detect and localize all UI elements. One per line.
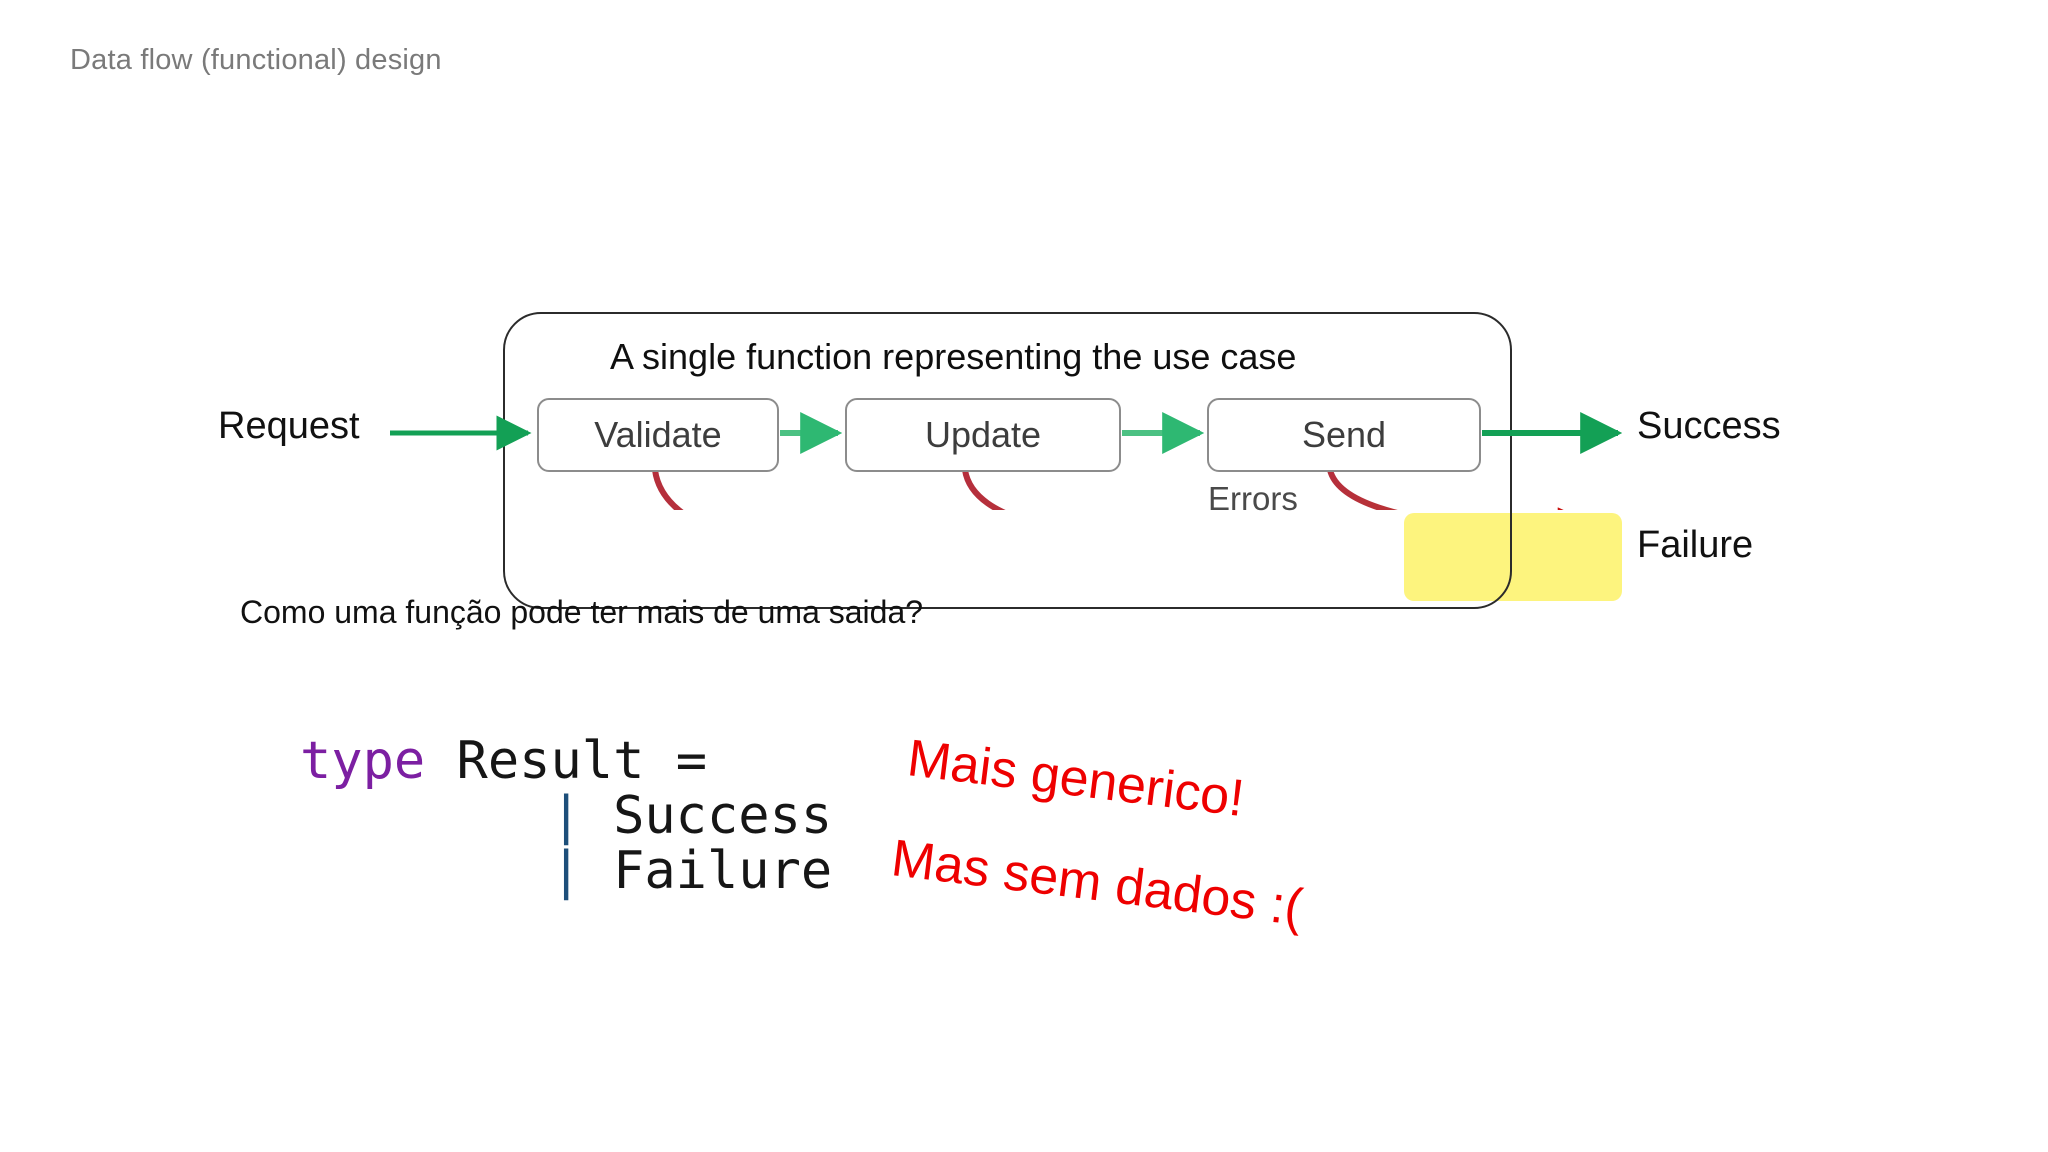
code-type-name: Result = xyxy=(425,731,707,791)
annotation-mais-generico: Mais generico! xyxy=(904,729,1248,828)
label-failure: Failure xyxy=(1637,524,1754,566)
annotation-mas-sem-dados: Mas sem dados :( xyxy=(888,829,1306,938)
question-text: Como uma função pode ter mais de uma sai… xyxy=(240,594,924,630)
error-curve-validate xyxy=(652,469,684,510)
code-case-success: Success xyxy=(581,786,833,847)
diagram-arrows xyxy=(390,412,1623,510)
label-request: Request xyxy=(218,405,360,447)
error-curve-send xyxy=(1327,469,1601,510)
use-case-container xyxy=(503,312,1512,609)
process-box-send[interactable]: Send xyxy=(1207,398,1481,472)
data-flow-diagram: A single function representing the use c… xyxy=(0,130,2048,609)
code-case-failure: Failure xyxy=(581,841,833,902)
page-title: Data flow (functional) design xyxy=(70,44,442,76)
code-pipe-failure: | xyxy=(550,841,582,902)
use-case-title: A single function representing the use c… xyxy=(610,336,1297,377)
label-errors: Errors xyxy=(1208,480,1298,517)
code-keyword-type: type xyxy=(300,731,426,791)
code-pipe-success: | xyxy=(550,786,582,847)
process-box-validate[interactable]: Validate xyxy=(537,398,779,472)
process-box-update[interactable]: Update xyxy=(845,398,1121,472)
code-block: type Result = | Success | Failure xyxy=(300,731,833,902)
label-success: Success xyxy=(1637,405,1781,447)
failure-highlight xyxy=(1404,513,1622,601)
